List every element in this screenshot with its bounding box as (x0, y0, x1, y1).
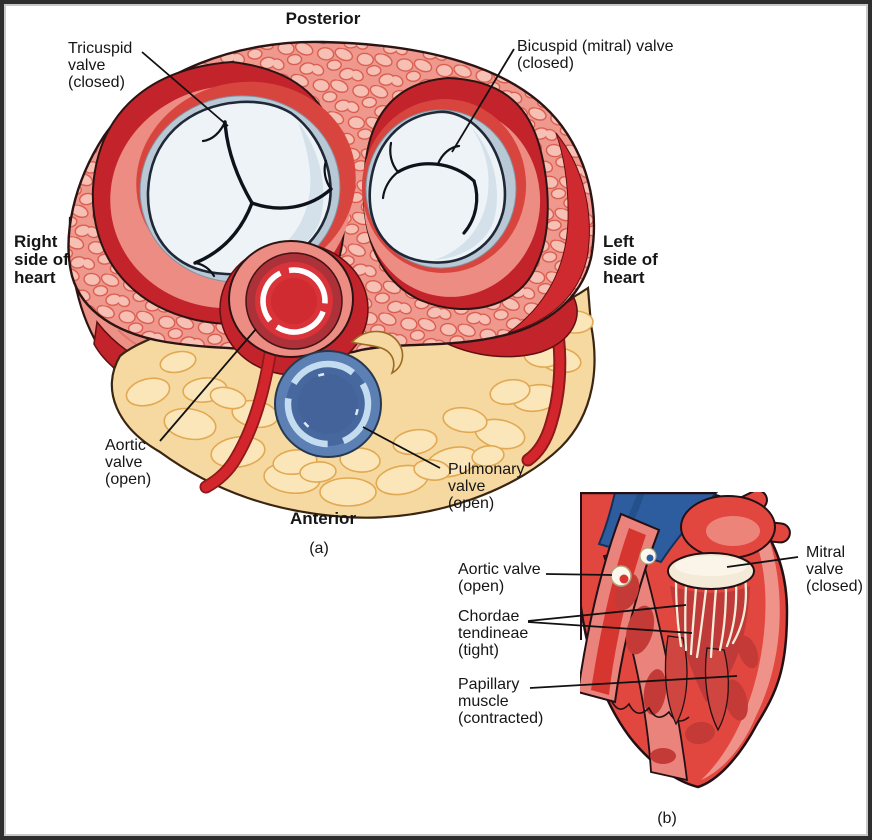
posterior-label: Posterior (285, 9, 361, 28)
mitral-b-leader-line (726, 556, 799, 568)
chordae-leader-line-1 (527, 604, 687, 622)
tricuspid-valve-label: Tricuspid valve (closed) (68, 40, 133, 91)
aortic-b-leader-line (545, 573, 613, 576)
pulmonary-valve-open (274, 350, 382, 458)
aortic-a-leader-line (159, 328, 257, 442)
fat-hook (350, 330, 404, 375)
chordae-tendineae (674, 575, 748, 659)
bicuspid-valve-label: Bicuspid (mitral) valve (closed) (517, 38, 674, 72)
papillary-leader-line (529, 675, 738, 689)
leader-lines (141, 48, 799, 689)
right-side-label: Right side of heart (14, 232, 69, 287)
pulmonary-valve-label: Pulmonary valve (open) (448, 461, 525, 512)
anterior-label: Anterior (289, 509, 357, 528)
aortic-valve-open (228, 240, 354, 358)
panel-a-caption: (a) (309, 540, 329, 557)
tricuspid-leader-line (141, 51, 229, 127)
bicuspid-leader-line (451, 48, 515, 153)
mitral-valve-label: Mitral valve (closed) (806, 544, 863, 595)
heart-frontal-section-illustration (580, 492, 791, 789)
anterior-interventricular-vessel (199, 341, 278, 494)
aortic-valve-cusps (610, 547, 657, 587)
pulmonary-leader-line (362, 426, 441, 469)
aortic-valve-label-b: Aortic valve (open) (458, 561, 541, 595)
papillary-muscle-label: Papillary muscle (contracted) (458, 676, 544, 727)
fat-lobules (125, 310, 594, 507)
heart-superior-view-illustration (67, 40, 596, 519)
aortic-valve-label-a: Aortic valve (open) (105, 437, 152, 488)
left-side-label: Left side of heart (603, 232, 658, 287)
tricuspid-valve-region (91, 60, 356, 325)
right-rim-crescent (507, 132, 590, 334)
chordae-tendineae-label: Chordae tendineae (tight) (458, 608, 529, 659)
panel-b-caption: (b) (657, 810, 677, 827)
trabeculae (614, 573, 759, 764)
mitral-valve-closed (667, 552, 755, 590)
chordae-leader-line-2 (527, 621, 693, 634)
